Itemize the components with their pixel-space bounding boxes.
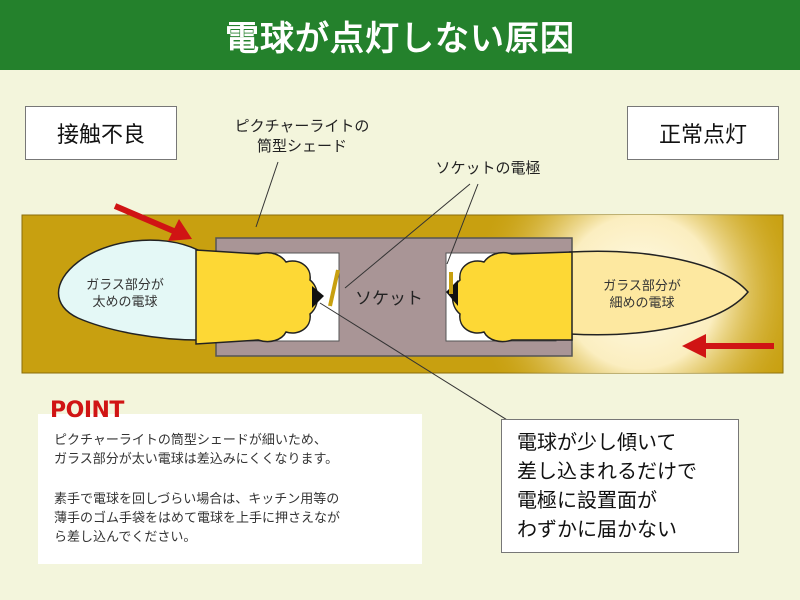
normal-lighting-label: 正常点灯 [627, 106, 779, 160]
normal-arrow-icon [682, 334, 706, 358]
contact-failure-label: 接触不良 [25, 106, 177, 160]
point-heading: POINT [50, 398, 124, 423]
thin-glass-bulb [569, 250, 749, 336]
insert-arrow-icon [168, 219, 192, 241]
callout-line1: 電球が少し傾いて [517, 430, 677, 454]
point-para2-line1: 素手で電球を回しづらい場合は、キッチン用等の [54, 492, 340, 507]
point-para2-line2: 薄手のゴム手袋をはめて電球を上手に押さえなが [54, 511, 341, 526]
thick-glass-bulb [57, 239, 199, 341]
point-para2-line3: ら差し込んでください。 [54, 530, 197, 545]
point-para1-line1: ピクチャーライトの筒型シェードが細いため、 [54, 433, 327, 448]
left-bulb-tip [312, 286, 324, 308]
callout-line3: 電極に設置面が [517, 488, 657, 512]
point-para1-line2: ガラス部分が太い電球は差込みにくくなります。 [54, 452, 339, 467]
electrode-label: ソケットの電極 [435, 159, 540, 177]
socket-label: ソケット [355, 289, 423, 309]
callout-leader-line [319, 302, 513, 424]
insert-arrow-shaft [113, 203, 178, 235]
left-electrode [328, 269, 340, 307]
thick-bulb-label-line1: ガラス部分が [86, 278, 164, 293]
thick-bulb-label-line2: 太めの電球 [92, 295, 157, 310]
header-bar: 電球が点灯しない原因 [0, 0, 800, 70]
callout-box: 電球が少し傾いて 差し込まれるだけで 電極に設置面が わずかに届かない [501, 419, 739, 553]
shade-label-line2: 筒型シェード [257, 137, 347, 155]
shade-label-line1: ピクチャーライトの [235, 117, 370, 135]
left-bulb-base [195, 249, 319, 345]
right-bulb-base [451, 251, 573, 343]
point-box: POINT ピクチャーライトの筒型シェードが細いため、 ガラス部分が太い電球は差… [38, 398, 422, 564]
shade-leader-line [255, 161, 279, 228]
callout-line4: わずかに届かない [517, 517, 677, 541]
thin-bulb-label-line1: ガラス部分が [603, 279, 681, 294]
electrode-leader-right [446, 183, 479, 265]
electrode-leader-left [344, 183, 471, 289]
page-title: 電球が点灯しない原因 [225, 18, 575, 59]
callout-line2: 差し込まれるだけで [517, 459, 697, 483]
thin-bulb-label-line2: 細めの電球 [609, 296, 674, 311]
